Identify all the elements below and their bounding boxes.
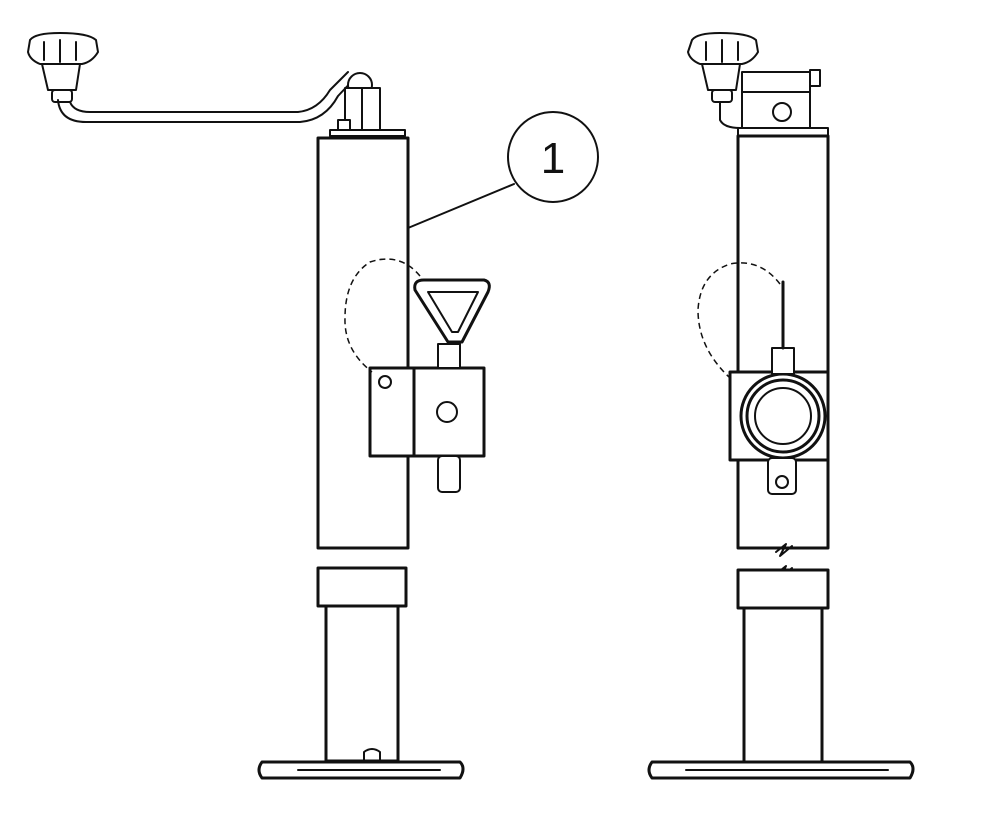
gear-housing bbox=[329, 87, 406, 137]
mounting-bracket bbox=[368, 366, 486, 458]
gear-housing-front bbox=[737, 69, 829, 137]
inner-tube-front bbox=[736, 568, 830, 765]
foot-plate-front bbox=[647, 760, 915, 780]
jack-side-view bbox=[27, 32, 491, 780]
outer-tube bbox=[316, 136, 410, 550]
pin-lanyard-front bbox=[697, 262, 781, 379]
crank-arm bbox=[57, 71, 373, 123]
inner-tube bbox=[316, 566, 408, 763]
pin-lanyard bbox=[344, 258, 421, 373]
mounting-bracket-front bbox=[728, 280, 830, 495]
callout-1-label: 1 bbox=[541, 134, 565, 183]
pull-pin bbox=[413, 278, 491, 493]
crank-knob-front bbox=[687, 32, 759, 129]
foot-plate bbox=[257, 760, 465, 780]
callout-1: 1 bbox=[407, 111, 599, 229]
jack-front-view bbox=[647, 32, 915, 780]
callout-1-leader bbox=[407, 183, 515, 229]
crank-knob bbox=[27, 32, 99, 103]
